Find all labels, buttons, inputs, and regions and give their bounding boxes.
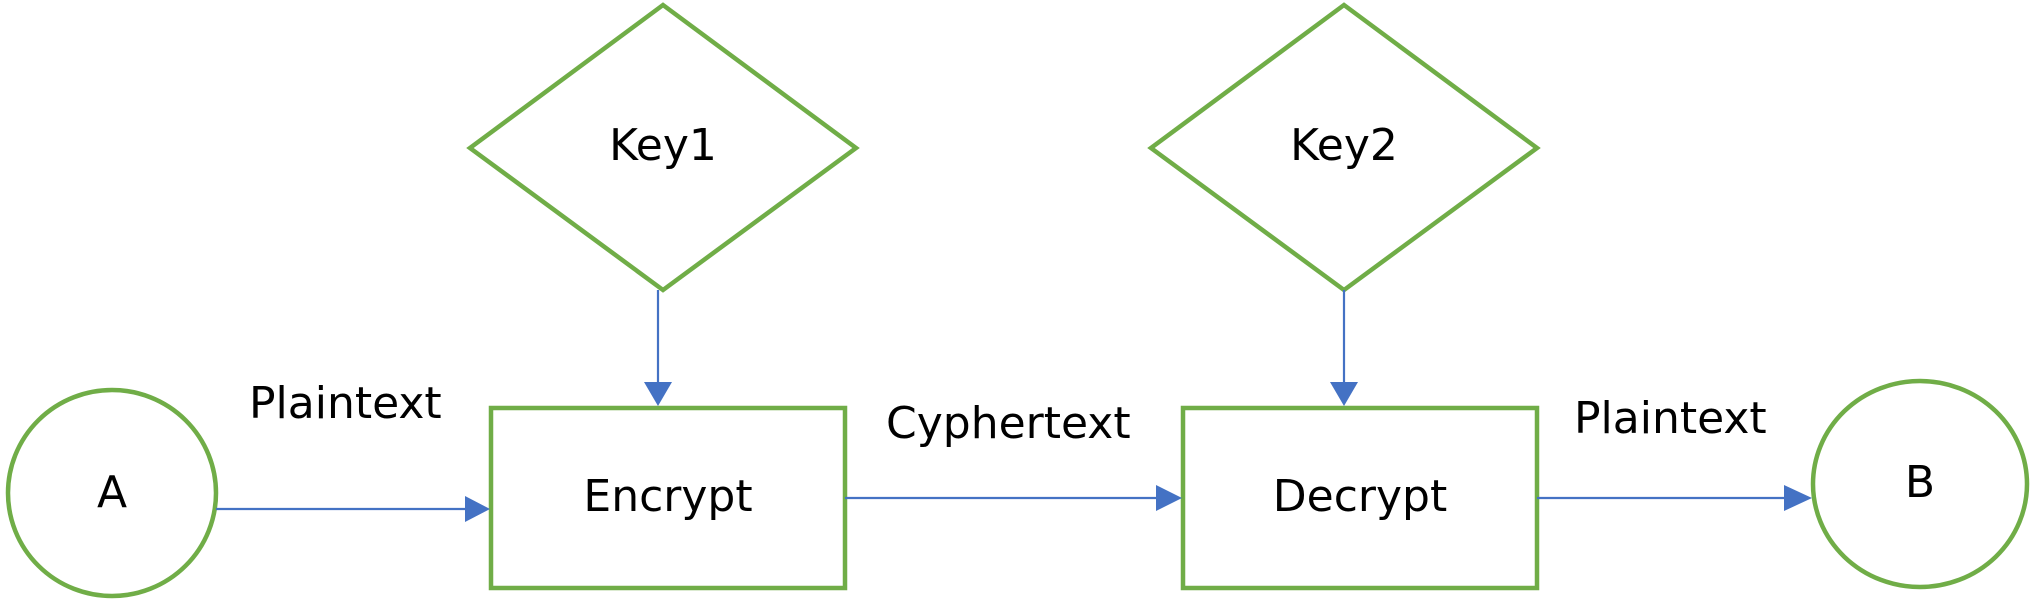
- key2-label: Key2: [1290, 120, 1398, 171]
- a-to-encrypt-arrow: [216, 496, 490, 522]
- decrypt-to-b-arrowhead: [1784, 485, 1812, 511]
- cyphertext-label: Cyphertext: [886, 398, 1131, 449]
- plaintext-output-label: Plaintext: [1574, 393, 1767, 444]
- sender-a-circle: [5, 387, 219, 599]
- sender-a-label: A: [97, 467, 127, 518]
- key2-node: Key2: [1147, 2, 1541, 293]
- key1-to-encrypt-arrow: [644, 290, 672, 406]
- receiver-b-node: B: [1810, 378, 2030, 590]
- a-to-encrypt-arrowhead: [465, 496, 490, 522]
- key1-node: Key1: [466, 2, 860, 293]
- key1-to-encrypt-arrowhead: [644, 382, 672, 406]
- plaintext-input-label: Plaintext: [249, 378, 442, 429]
- key2-to-decrypt-arrowhead: [1330, 382, 1358, 406]
- decrypt-box: [1180, 405, 1540, 591]
- key1-diamond: [466, 2, 860, 293]
- receiver-b-circle: [1810, 378, 2030, 590]
- encrypt-to-decrypt-arrow: [845, 485, 1182, 511]
- encrypt-to-decrypt-arrowhead: [1156, 485, 1182, 511]
- encrypt-node: Encrypt: [488, 405, 848, 591]
- encrypt-label: Encrypt: [583, 471, 752, 522]
- key1-label: Key1: [609, 120, 717, 171]
- receiver-b-label: B: [1905, 457, 1935, 508]
- decrypt-node: Decrypt: [1180, 405, 1540, 591]
- sender-a-node: A: [5, 387, 219, 599]
- decrypt-label: Decrypt: [1273, 471, 1447, 522]
- decrypt-to-b-arrow: [1537, 485, 1812, 511]
- key2-to-decrypt-arrow: [1330, 290, 1358, 406]
